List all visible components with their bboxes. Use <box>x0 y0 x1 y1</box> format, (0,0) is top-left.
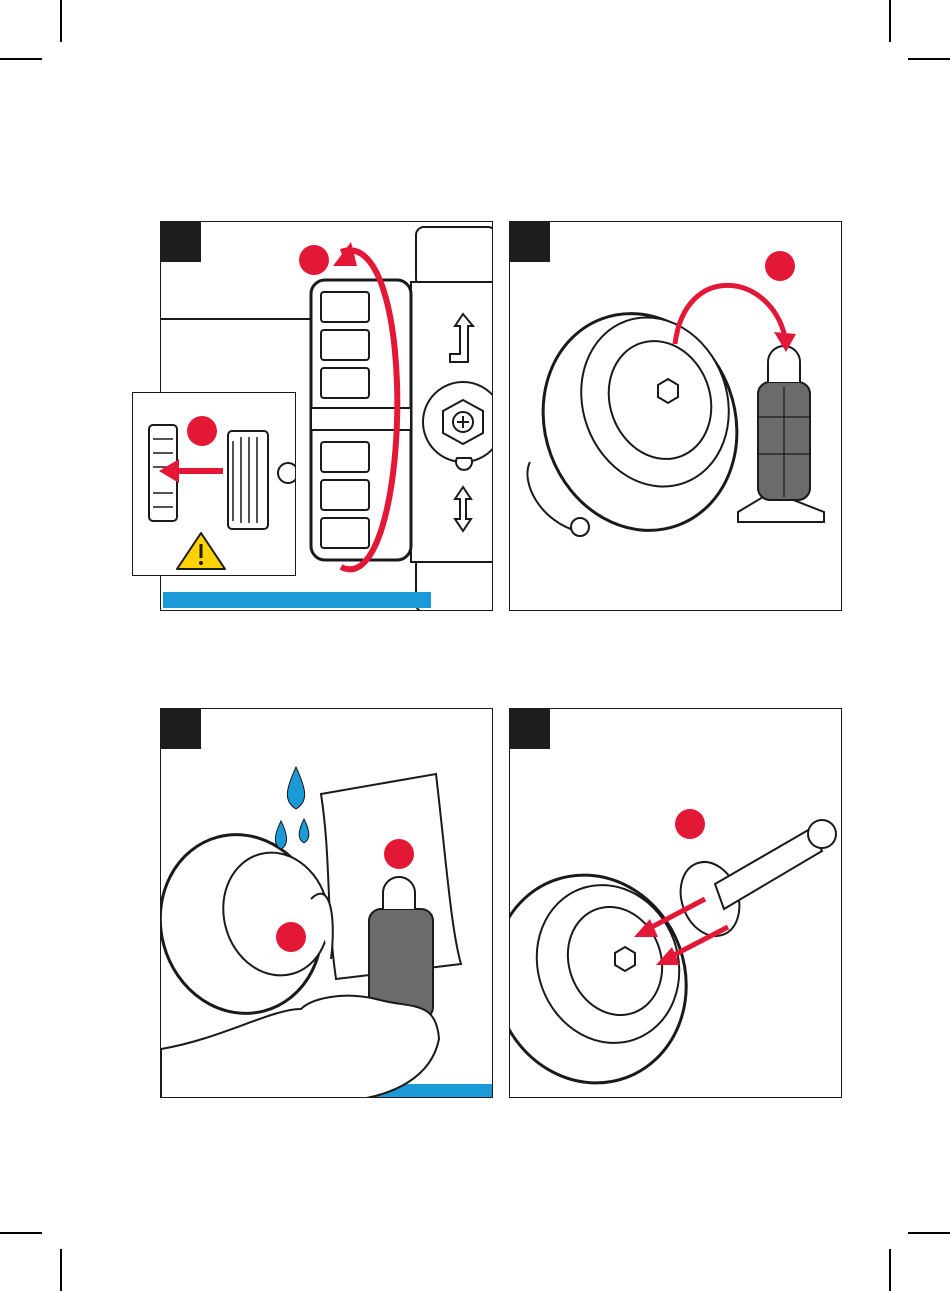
step-2-panel <box>509 221 842 611</box>
step-marker <box>276 922 306 952</box>
step-4-illustration <box>510 709 842 1098</box>
crop-mark <box>60 1249 62 1291</box>
step-1-inset-illustration <box>133 393 296 576</box>
step-badge-icon <box>161 709 201 749</box>
warning-icon <box>177 533 225 569</box>
step-3-illustration <box>161 709 493 1098</box>
step-marker <box>384 839 414 869</box>
step-2-illustration <box>510 222 842 611</box>
step-1-inset <box>132 392 296 576</box>
step-4-panel <box>509 708 842 1098</box>
crop-mark <box>908 58 950 60</box>
crop-mark <box>60 0 62 42</box>
crop-mark <box>889 1249 891 1291</box>
step-badge-icon <box>161 222 201 262</box>
step-badge-icon <box>510 222 550 262</box>
crop-mark <box>908 1232 950 1234</box>
step-3-panel <box>160 708 493 1098</box>
crop-mark <box>0 1232 42 1234</box>
water-drops-icon <box>275 767 309 849</box>
crop-mark <box>0 58 42 60</box>
crop-mark <box>889 0 891 42</box>
water-line <box>163 592 431 608</box>
step-badge-icon <box>510 709 550 749</box>
